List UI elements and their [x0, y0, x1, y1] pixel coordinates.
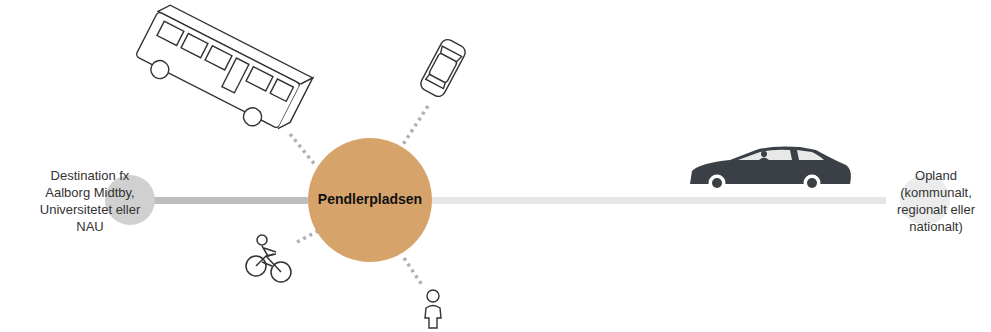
car-window: [797, 150, 824, 160]
bus-icon: [131, 2, 313, 142]
walker-leader: [404, 258, 422, 285]
car-windscreen: [439, 46, 462, 63]
bus-wheel: [240, 105, 264, 129]
bus-window: [270, 79, 293, 101]
car-leader: [402, 106, 428, 146]
car-hub: [807, 178, 817, 188]
car-window: [738, 150, 792, 160]
bus-window: [157, 21, 184, 45]
driver-head: [761, 151, 767, 157]
car-wheel: [804, 175, 821, 192]
car-hub: [712, 178, 722, 188]
bus-door: [222, 58, 249, 93]
car-body: [418, 37, 467, 99]
small-car-icon: [418, 37, 467, 99]
cyclist-body: [262, 246, 276, 256]
route-line: [146, 197, 308, 204]
node-label: Pendlerpladsen: [318, 191, 422, 208]
hub-circle: Pendlerpladsen: [308, 138, 432, 262]
bus-window: [181, 34, 208, 58]
node-label: Destination fx Aalborg Midtby, Universit…: [34, 167, 146, 235]
pedestrian-icon: [425, 290, 441, 328]
driver-body: [759, 158, 769, 161]
pedestrian-body: [425, 306, 441, 329]
bike-frame: [256, 254, 281, 272]
car-wheel: [709, 175, 726, 192]
bus-window: [246, 67, 273, 91]
cyclist-icon: [246, 235, 291, 282]
pedestrian-head: [427, 290, 439, 302]
bus-body: [135, 11, 300, 128]
commuter-car-icon: [690, 146, 851, 191]
bus-leader: [290, 134, 316, 166]
car-rear-window: [426, 74, 446, 89]
cyclist-head: [257, 235, 267, 245]
hinterland-node: Opland (kommunalt, regionalt eller natio…: [886, 167, 986, 235]
bus-wheel: [148, 57, 172, 81]
node-label: Opland (kommunalt, regionalt eller natio…: [886, 167, 986, 235]
destination-node: Destination fx Aalborg Midtby, Universit…: [34, 167, 146, 235]
route-line: [432, 197, 886, 204]
bus-window: [205, 46, 232, 70]
